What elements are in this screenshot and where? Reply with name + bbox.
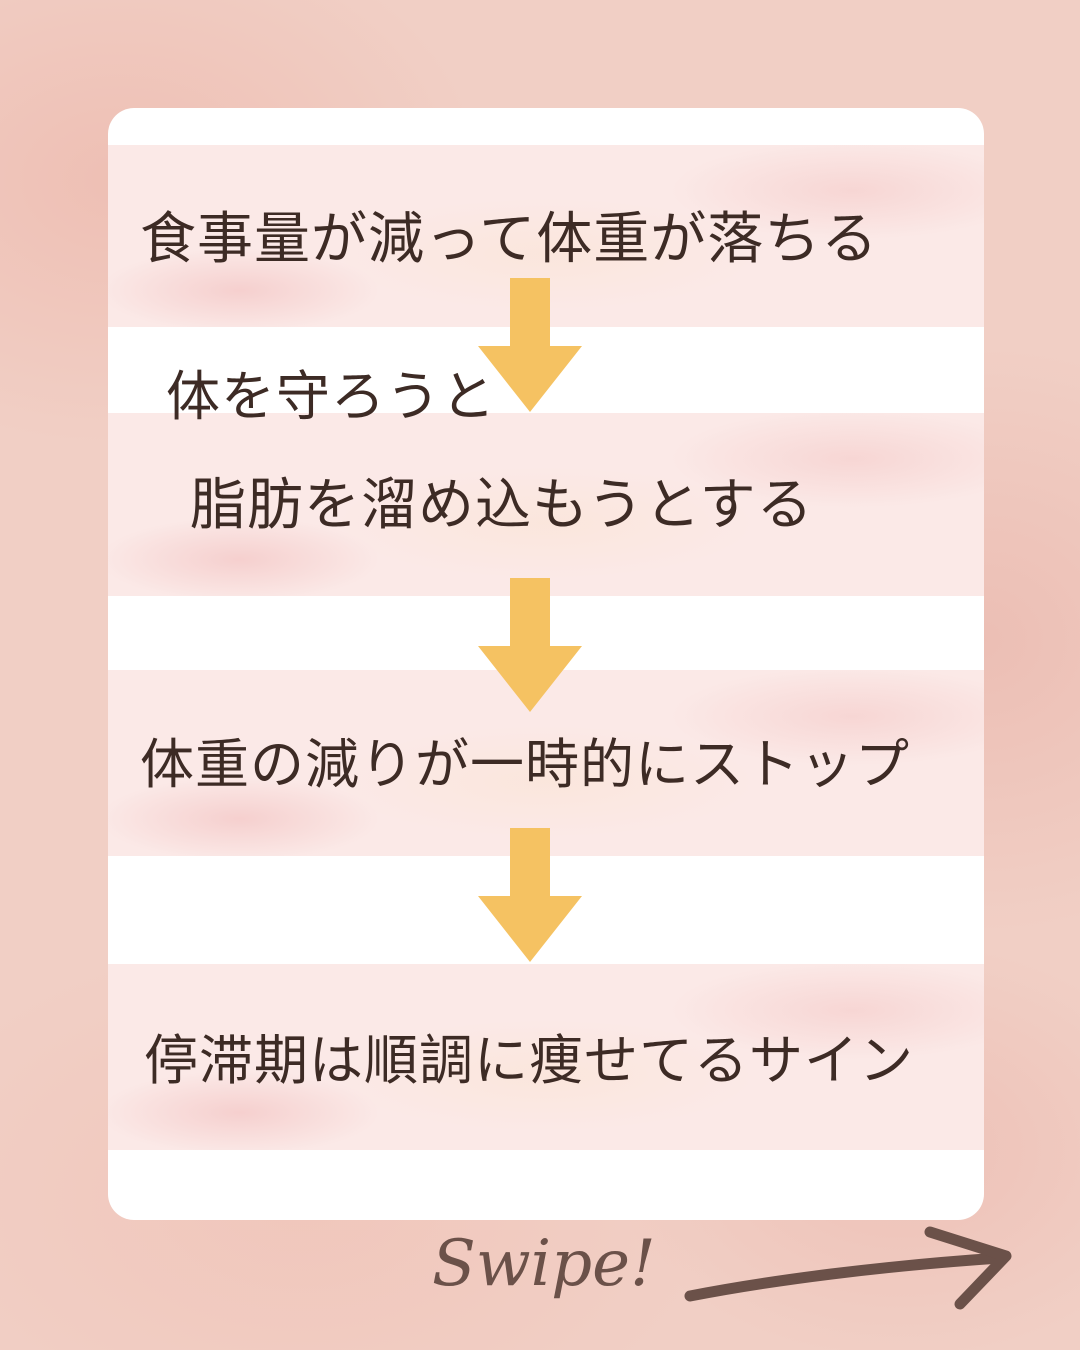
arrow-down-icon: [478, 828, 582, 962]
text-band: [108, 670, 984, 856]
text-band: [108, 964, 984, 1150]
arrow-down-icon: [478, 578, 582, 712]
text-band: [108, 145, 984, 327]
step-1-text: 食事量が減って体重が落ちる: [140, 207, 879, 272]
step-2-text-line-2: 脂肪を溜め込もうとする: [190, 473, 814, 538]
arrow-right-icon[interactable]: [682, 1222, 1022, 1322]
arrow-down-icon: [478, 278, 582, 412]
step-3-text: 体重の減りが一時的にストップ: [140, 733, 910, 796]
swipe-label[interactable]: Swipe!: [432, 1227, 656, 1301]
text-band: [108, 413, 984, 596]
step-4-text: 停滞期は順調に痩せてるサイン: [144, 1029, 914, 1092]
flow-card: 食事量が減って体重が落ちる 体を守ろうと 脂肪を溜め込もうとする 体重の減りが一…: [108, 108, 984, 1220]
step-2-text-line-1: 体を守ろうと: [166, 365, 496, 428]
